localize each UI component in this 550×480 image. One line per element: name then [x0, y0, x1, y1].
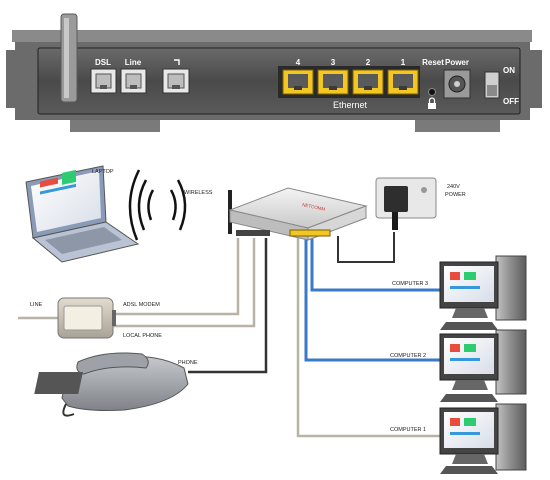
telephone-icon [34, 353, 188, 416]
adsl-modem-label: ADSL MODEM [123, 302, 160, 308]
ethernet-port-1-label: 1 [401, 58, 406, 67]
phone-port[interactable] [163, 69, 189, 93]
ethernet-port-4-label: 4 [296, 58, 301, 67]
dsl-port[interactable] [91, 69, 116, 93]
ethernet-port-4[interactable] [283, 70, 313, 94]
line-label: LINE [30, 302, 43, 308]
ethernet-port-3-label: 3 [331, 58, 336, 67]
adsl-modem-icon [58, 298, 116, 338]
laptop-label: LAPTOP [92, 169, 114, 175]
laptop-icon [26, 166, 138, 262]
ethernet-port-2-label: 2 [366, 58, 371, 67]
dsl-port-label: DSL [95, 58, 111, 67]
antenna-icon [61, 14, 77, 102]
ethernet-cable-computer-2 [306, 236, 440, 360]
line-port-label: Line [125, 58, 142, 67]
local-phone-label: LOCAL PHONE [123, 333, 162, 339]
panel-foot-left [70, 120, 160, 132]
power-supply-label-line-1: 240V [447, 184, 460, 190]
power-jack[interactable] [444, 70, 470, 98]
computer-3-icon [440, 256, 526, 330]
reset-label: Reset [422, 58, 444, 67]
reset-button[interactable] [429, 89, 436, 96]
switch-on-label: ON [503, 66, 515, 75]
panel-top-rim [12, 30, 532, 42]
computer-2-label: COMPUTER 2 [390, 353, 426, 359]
switch-off-label: OFF [503, 97, 519, 106]
line-port[interactable] [121, 69, 146, 93]
computer-1-label: COMPUTER 1 [390, 427, 426, 433]
ethernet-port-1[interactable] [388, 70, 418, 94]
phone-label: PHONE [178, 360, 198, 366]
ethernet-cable-computer-1 [298, 236, 440, 436]
wireless-signal-icon [130, 170, 185, 240]
computer-2-icon [440, 330, 526, 402]
ethernet-port-3[interactable] [318, 70, 348, 94]
power-label: Power [445, 58, 469, 67]
computer-1-icon [440, 404, 526, 474]
ethernet-port-2[interactable] [353, 70, 383, 94]
wireless-label: WIRELESS [184, 190, 213, 196]
power-supply-label-line-2: POWER [445, 192, 466, 198]
power-cable [338, 232, 394, 262]
power-outlet-icon [376, 178, 436, 230]
router-icon [228, 188, 366, 240]
panel-foot-right [415, 120, 500, 132]
ethernet-label: Ethernet [333, 100, 368, 110]
router-back-panel: DSL Line [6, 14, 542, 132]
power-supply-label: 240V POWER [445, 184, 466, 198]
computer-3-label: COMPUTER 3 [392, 281, 428, 287]
power-switch[interactable] [485, 72, 499, 98]
